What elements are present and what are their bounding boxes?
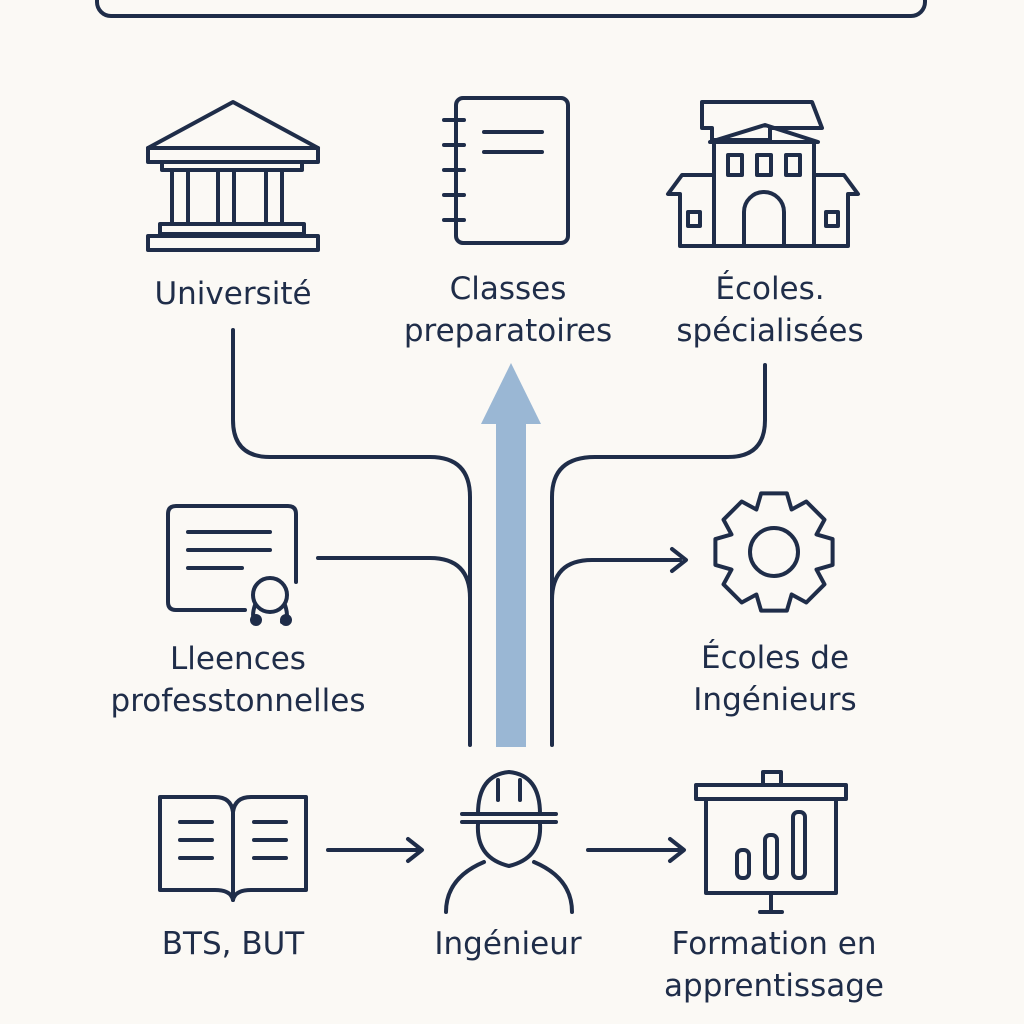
ecoles-specialisees-line1: Écoles. (715, 271, 825, 307)
main-upward-arrow (481, 363, 541, 747)
ecoles-ingenieurs-line2: Ingénieurs (693, 682, 857, 718)
connector-universite (231, 328, 472, 747)
classes-line2: preparatoires (403, 313, 613, 349)
arrow-ingenieur-to-apprentissage (586, 837, 686, 863)
licences-line1: Lleences (170, 641, 306, 677)
bts-but-label: BTS, BUT (161, 926, 305, 962)
label-ecoles-specialisees: Écoles. spécialisées (676, 268, 863, 352)
presentation-chart-icon (694, 770, 848, 914)
connector-ecoles-ingenieurs (550, 558, 682, 602)
arrowhead-ecoles-ingenieurs (670, 547, 688, 573)
ingenieur-label: Ingénieur (434, 926, 582, 962)
apprentissage-line1: Formation en (671, 926, 877, 962)
connector-licences (316, 556, 472, 600)
arrow-bts-to-ingenieur (326, 837, 424, 863)
licences-line2: professtonnelles (110, 683, 366, 719)
label-ingenieur: Ingénieur (434, 923, 581, 965)
connector-ecoles-specialisees (550, 363, 767, 747)
universite-label: Université (154, 276, 312, 312)
header-frame (95, 0, 927, 18)
label-ecoles-ingenieurs: Écoles de Ingénieurs (693, 637, 856, 721)
label-licences-professionnelles: Lleences professtonnelles (111, 638, 366, 722)
label-formation-apprentissage: Formation en apprentissage (664, 923, 884, 1007)
apprentissage-line2: apprentissage (664, 968, 884, 1004)
notebook-icon (442, 96, 570, 245)
university-building-icon (146, 100, 320, 252)
open-book-icon (158, 795, 308, 902)
classes-line1: Classes (449, 271, 567, 307)
label-universite: Université (154, 273, 311, 315)
ecoles-specialisees-line2: spécialisées (676, 313, 864, 349)
school-building-icon (666, 100, 860, 248)
label-classes-preparatoires: Classes preparatoires (404, 268, 612, 352)
ecoles-ingenieurs-line1: Écoles de (700, 640, 850, 676)
engineer-hardhat-icon (444, 770, 574, 914)
certificate-icon (166, 504, 298, 626)
label-bts-but: BTS, BUT (162, 923, 304, 965)
gear-icon (713, 491, 835, 613)
